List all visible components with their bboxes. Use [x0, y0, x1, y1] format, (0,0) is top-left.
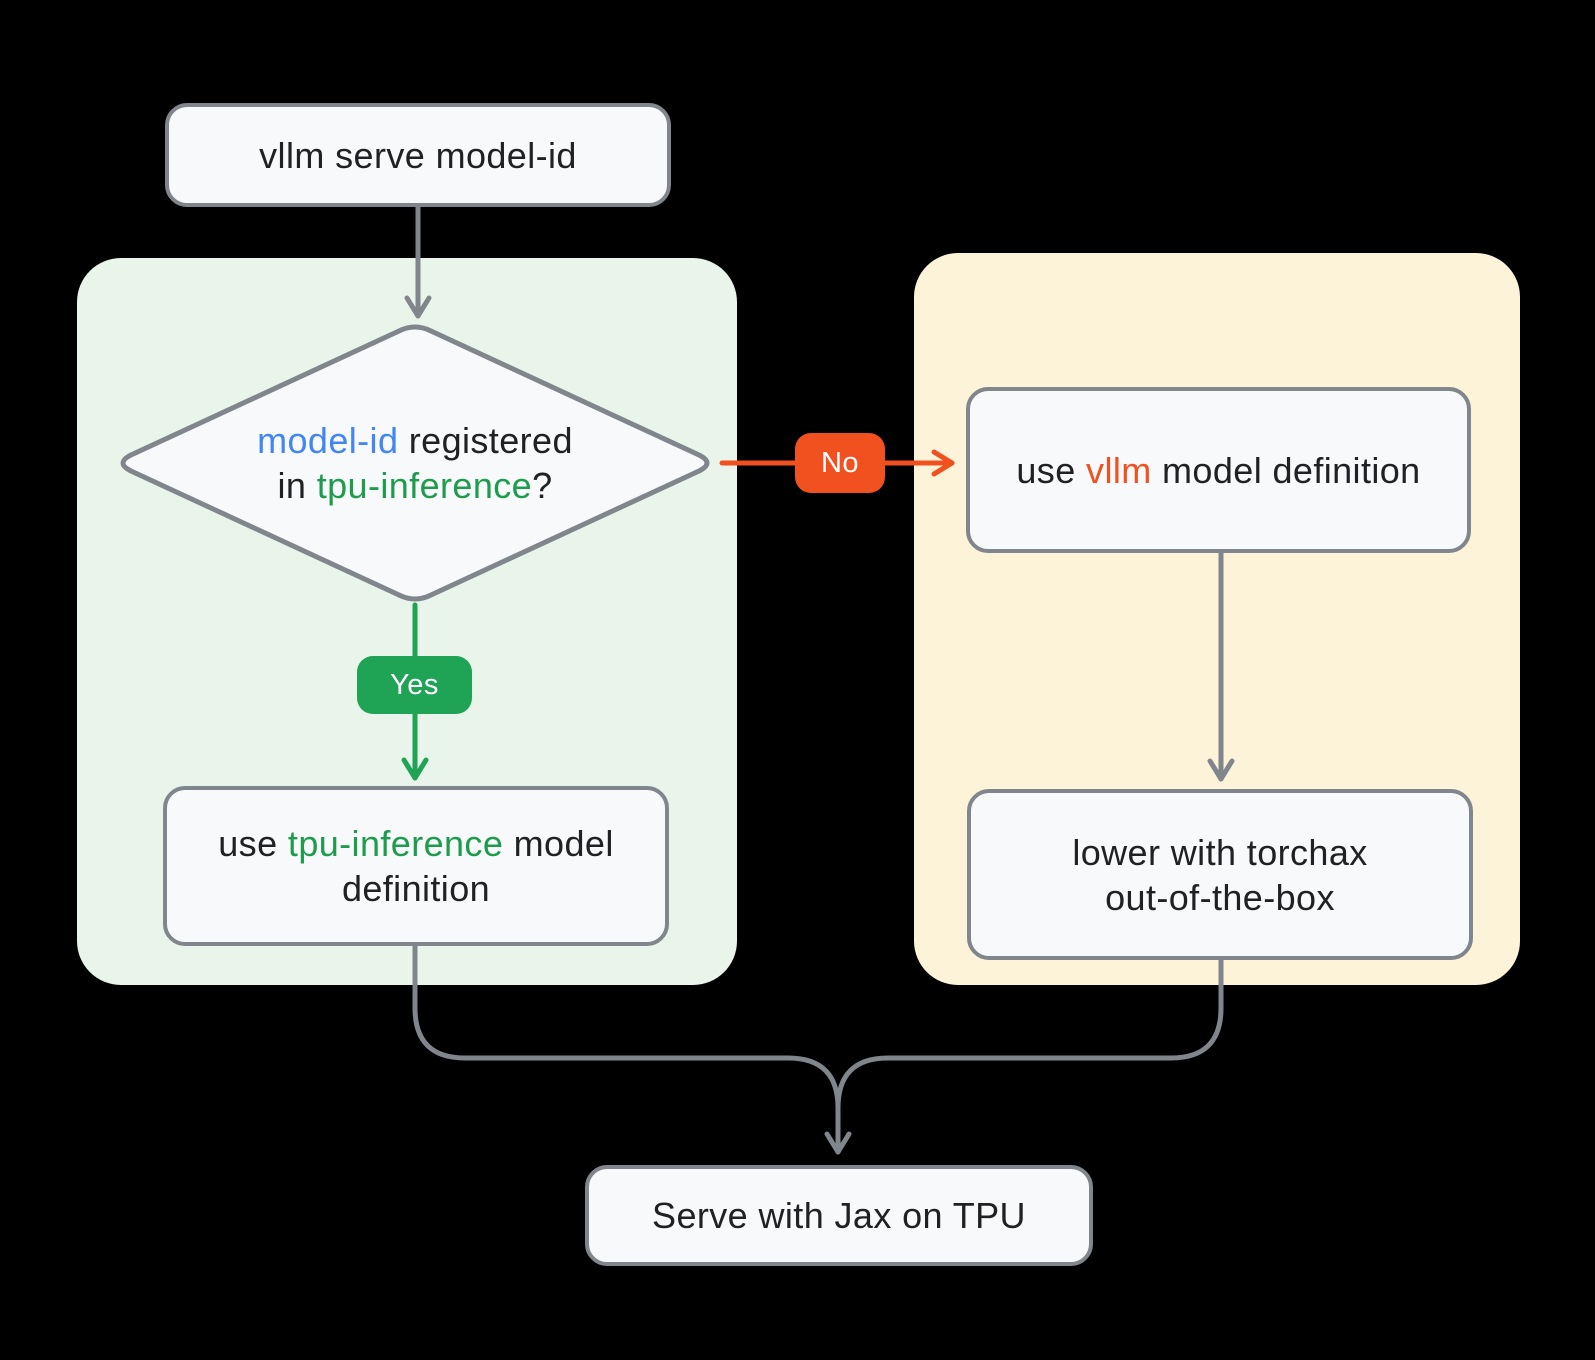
yes-edge-label-text: Yes: [390, 668, 439, 701]
yes-edge-label: Yes: [357, 656, 472, 714]
no-edge-label: No: [795, 433, 885, 493]
no-edge-label-text: No: [820, 446, 860, 479]
node-use-vllm: use vllm model definition: [966, 387, 1471, 553]
edge-merge-left-to-end: [412, 943, 852, 1155]
node-start: vllm serve model-id: [165, 103, 671, 207]
edge-merge-right-to-end: [835, 957, 1224, 1111]
node-lower-torchax: lower with torchax out-of-the-box: [967, 789, 1473, 960]
decision-diamond-shape: [120, 324, 710, 602]
node-end-label: Serve with Jax on TPU: [652, 1195, 1026, 1236]
node-use-tpu-inference: use tpu-inference model definition: [163, 786, 669, 946]
node-decision-label: model-id registered in tpu-inference?: [257, 420, 573, 506]
node-start-label: vllm serve model-id: [259, 134, 577, 176]
node-end: Serve with Jax on TPU: [585, 1165, 1093, 1266]
